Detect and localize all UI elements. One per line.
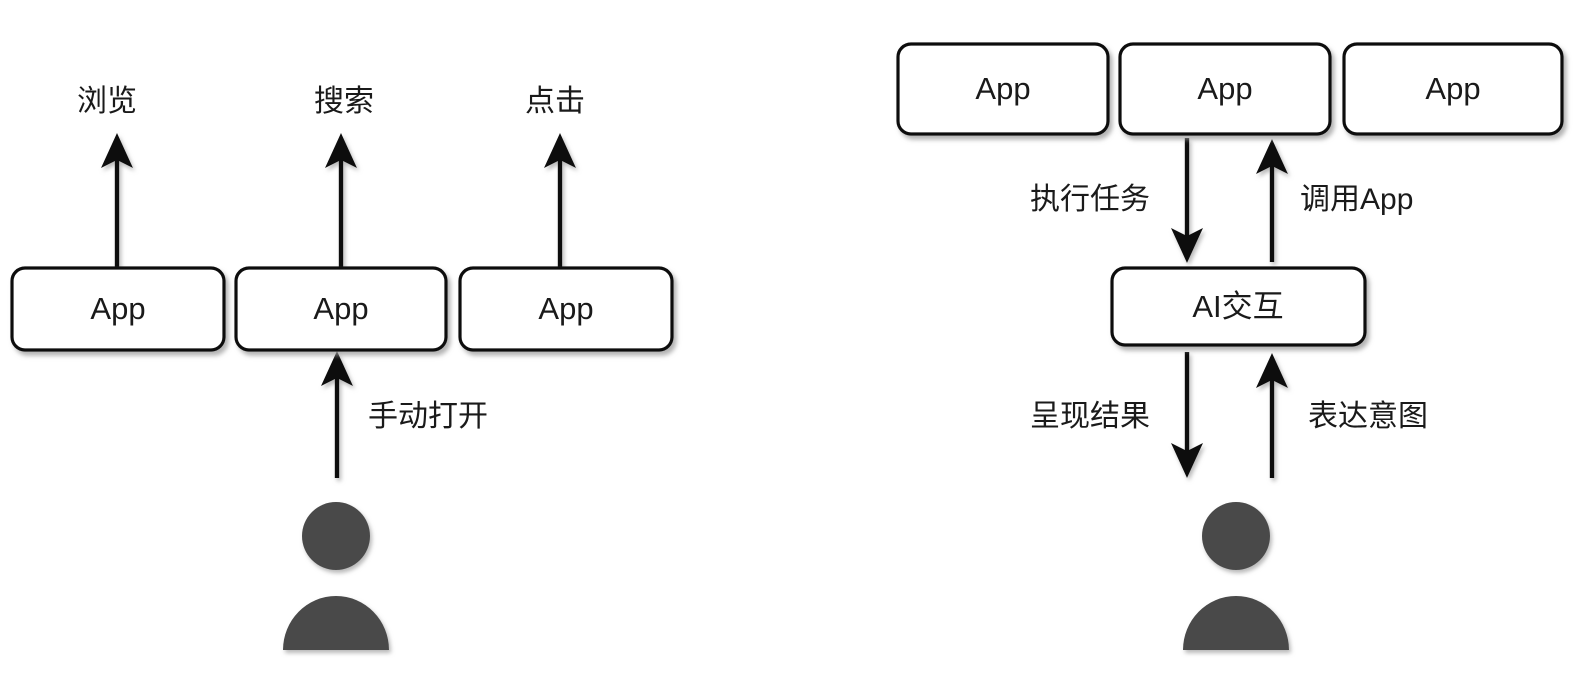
node-right-app-1[interactable]: App	[896, 42, 1110, 136]
node-right-app-2[interactable]: App	[1118, 42, 1332, 136]
edge-label-execute-task: 执行任务	[1030, 183, 1150, 216]
node-label-ai-interaction: AI交互	[1192, 289, 1283, 324]
edge-click-arrow	[544, 133, 576, 268]
node-left-app-3[interactable]: App	[458, 266, 674, 352]
edge-browse-arrow	[101, 133, 133, 268]
node-left-app-1[interactable]: App	[10, 266, 226, 352]
edge-label-click: 点击	[525, 85, 585, 118]
node-label-left-app-3: App	[538, 291, 593, 326]
edge-present-result-arrow	[1171, 352, 1203, 478]
edge-label-invoke-app: 调用App	[1300, 183, 1413, 216]
node-right-app-3[interactable]: App	[1342, 42, 1564, 136]
edge-label-manual-open: 手动打开	[368, 400, 488, 433]
panel-traditional: 浏览 搜索 点击 手动打开 App App App	[10, 85, 674, 650]
node-label-right-app-3: App	[1425, 71, 1480, 106]
edge-label-browse: 浏览	[77, 85, 137, 118]
node-label-right-app-2: App	[1197, 71, 1252, 106]
edge-search-arrow	[325, 133, 357, 268]
edge-label-present-result: 呈现结果	[1030, 400, 1150, 433]
edge-invoke-app-arrow	[1256, 139, 1288, 262]
panel-ai-driven: 执行任务 调用App 呈现结果 表达意图 App App App AI交互	[896, 42, 1564, 650]
node-ai-interaction-hub[interactable]: AI交互	[1110, 266, 1367, 347]
node-label-left-app-2: App	[313, 291, 368, 326]
edge-label-express-intent: 表达意图	[1308, 400, 1428, 433]
edge-manual-open-arrow	[321, 351, 353, 478]
node-left-app-2[interactable]: App	[234, 266, 448, 352]
user-person-icon	[1183, 502, 1289, 650]
edge-express-intent-arrow	[1256, 353, 1288, 478]
node-label-right-app-1: App	[975, 71, 1030, 106]
edge-label-search: 搜索	[314, 85, 374, 118]
node-label-left-app-1: App	[90, 291, 145, 326]
edge-execute-task-arrow	[1171, 138, 1203, 263]
user-person-icon	[283, 502, 389, 650]
